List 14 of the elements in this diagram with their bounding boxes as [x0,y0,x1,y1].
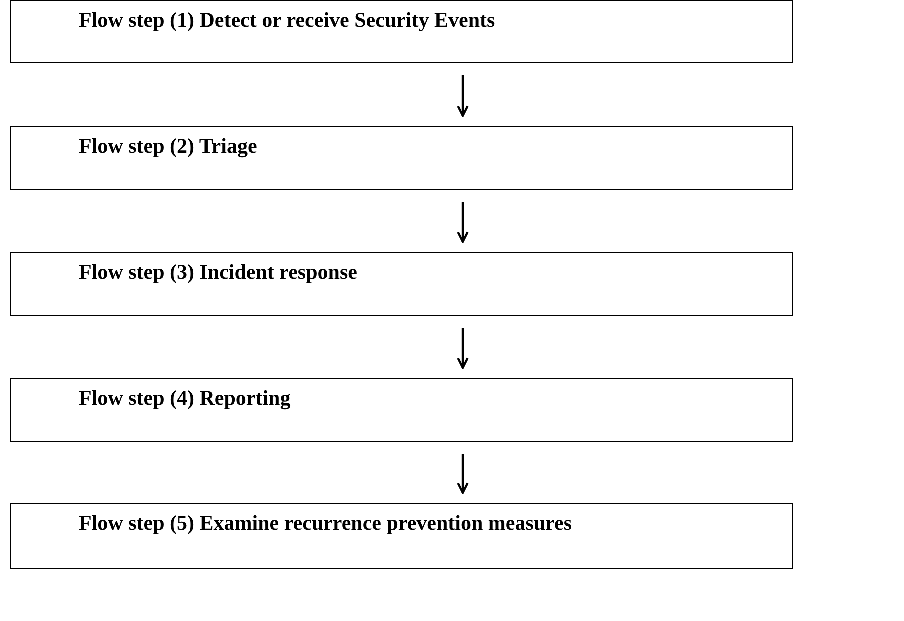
process-box [10,378,793,442]
arrow [457,328,469,370]
step-label: Flow step (4) Reporting [79,385,292,412]
step-label: Flow step (1) Detect or receive Security Events [79,7,496,34]
arrow [457,202,469,244]
process-box [10,0,793,63]
step-label: Flow step (2) Triage [79,133,258,160]
process-box [10,252,793,316]
process-box [10,503,793,569]
step-label: Flow step (5) Examine recurrence prevention measures [79,510,574,536]
arrow [457,75,469,118]
step-label: Flow step (3) Incident response [79,259,358,286]
process-box [10,126,793,190]
arrow [457,454,469,494]
